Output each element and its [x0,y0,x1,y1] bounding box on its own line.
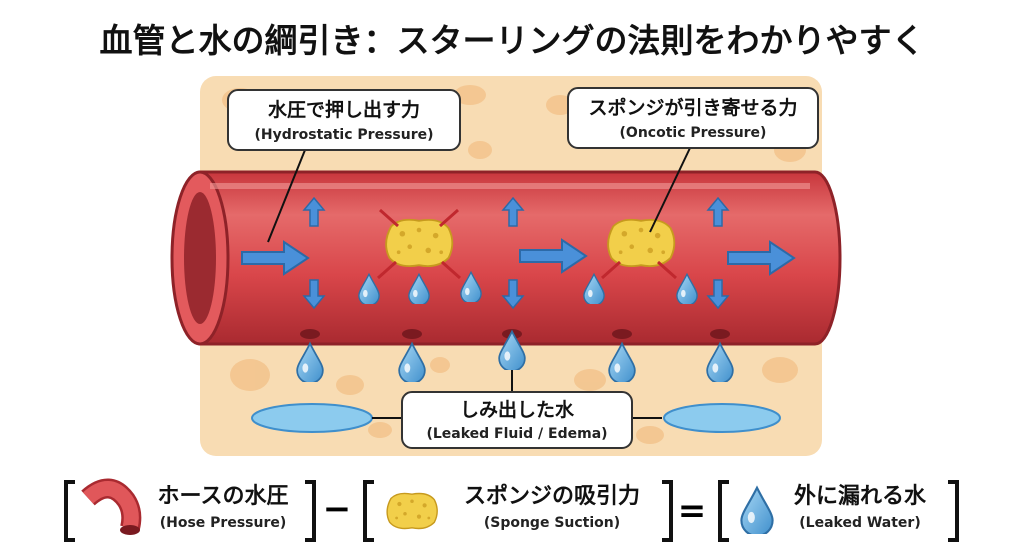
callout-leaked: しみ出した水 (Leaked Fluid / Edema) [401,391,633,449]
minus-sign: − [323,489,352,529]
puddle-left [251,403,373,433]
term1-en: (Hose Pressure) [160,515,287,531]
callout-hydrostatic: 水圧で押し出す力 (Hydrostatic Pressure) [227,89,461,151]
callout-hydrostatic-jp: 水圧で押し出す力 [268,98,420,121]
callout-oncotic-en: (Oncotic Pressure) [620,125,767,141]
hose-icon [81,478,142,535]
term2-en: (Sponge Suction) [484,515,620,531]
sponge-icon [386,492,438,530]
callout-oncotic: スポンジが引き寄せる力 (Oncotic Pressure) [567,87,819,149]
term3-jp: 外に漏れる水 [794,483,927,509]
callout-leaked-en: (Leaked Fluid / Edema) [426,426,607,442]
equals-sign: = [678,491,707,531]
callout-hydrostatic-en: (Hydrostatic Pressure) [254,127,433,143]
term3-en: (Leaked Water) [799,515,920,531]
puddle-right [663,403,781,433]
equation: ホースの水圧 (Hose Pressure) − スポンジの吸引力 (Spong… [64,478,959,542]
term2-jp: スポンジの吸引力 [464,483,640,509]
term1-jp: ホースの水圧 [158,484,289,509]
sponge-protein-icon [607,218,676,268]
sponge-protein-icon [385,218,454,268]
callout-leaked-jp: しみ出した水 [460,398,575,421]
page-title: 血管と水の綱引き：スターリングの法則をわかりやすく [100,21,925,60]
callout-oncotic-jp: スポンジが引き寄せる力 [588,96,797,119]
suction-arrows [377,208,677,280]
water-drop-icon [740,486,774,534]
